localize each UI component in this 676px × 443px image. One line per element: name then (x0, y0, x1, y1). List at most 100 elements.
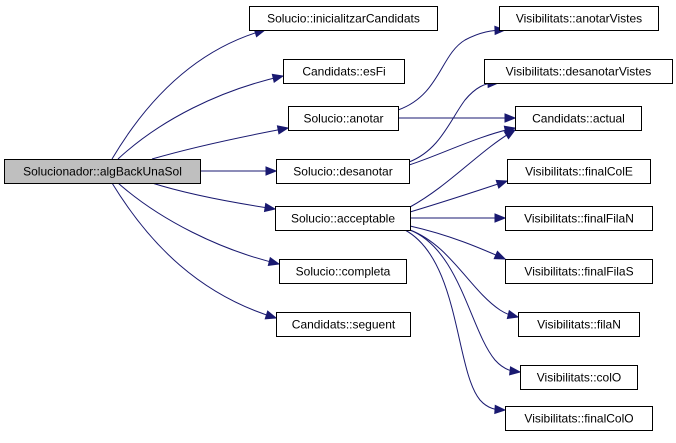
node-box[interactable] (507, 159, 651, 184)
arrowhead (267, 256, 281, 267)
edge-line (409, 229, 519, 318)
node-colO[interactable]: Visibilitats::colO (520, 365, 638, 390)
edge-line (408, 82, 499, 163)
edge-acceptable-to-finalFilaS (409, 225, 507, 260)
edge-line (409, 180, 508, 213)
edge-line (397, 29, 506, 111)
node-box[interactable] (518, 312, 640, 337)
node-box[interactable] (279, 259, 407, 284)
node-label: Solucio::completa (296, 265, 391, 279)
edge-root-to-esfi (117, 73, 285, 160)
node-label: Visibilitats::finalColE (525, 165, 633, 179)
edge-anotar-to-actual (398, 113, 517, 123)
node-label: Visibilitats::finalFilaN (524, 212, 634, 226)
node-label: Visibilitats::anotarVistes (516, 12, 642, 26)
edge-root-to-acceptable (151, 182, 277, 213)
node-acceptable[interactable]: Solucio::acceptable (275, 206, 411, 231)
arrowhead (264, 310, 278, 320)
edge-line (404, 229, 506, 411)
node-box[interactable] (484, 59, 673, 84)
node-filaN[interactable]: Visibilitats::filaN (518, 312, 640, 337)
edge-root-to-seguent (111, 182, 278, 320)
node-label: Solucio::inicialitzarCandidats (267, 12, 420, 26)
arrowhead (493, 250, 507, 260)
arrowhead (494, 404, 507, 415)
edge-desanotar-to-actual (408, 125, 517, 166)
node-root[interactable]: Solucionador::algBackUnaSol (4, 159, 201, 184)
node-desanotarVistes[interactable]: Visibilitats::desanotarVistes (484, 59, 673, 84)
arrowhead (504, 113, 517, 123)
edge-line (117, 182, 280, 265)
node-finalColE[interactable]: Visibilitats::finalColE (507, 159, 651, 184)
node-label: Solucionador::algBackUnaSol (23, 165, 182, 179)
arrowhead (494, 213, 507, 223)
edge-acceptable-to-finalColO (404, 229, 507, 415)
edge-line (409, 229, 521, 373)
node-box[interactable] (520, 365, 638, 390)
node-box[interactable] (288, 106, 399, 131)
edge-acceptable-to-filaN (409, 229, 520, 320)
arrowhead (506, 309, 520, 320)
arrowhead (509, 366, 522, 376)
node-label: Candidats::esFi (302, 65, 385, 79)
node-seguent[interactable]: Candidats::seguent (276, 312, 411, 337)
node-label: Candidats::actual (532, 112, 625, 126)
node-actual[interactable]: Candidats::actual (515, 106, 642, 131)
node-box[interactable] (515, 106, 642, 131)
arrowhead (495, 179, 509, 189)
arrowhead (265, 166, 278, 176)
node-box[interactable] (505, 206, 653, 231)
node-box[interactable] (275, 206, 411, 231)
node-label: Solucio::anotar (303, 112, 383, 126)
node-label: Solucio::acceptable (291, 212, 395, 226)
node-box[interactable] (276, 312, 411, 337)
node-box[interactable] (4, 159, 201, 184)
edge-root-to-anotar (151, 125, 290, 160)
arrowhead (271, 73, 285, 83)
edge-line (409, 225, 506, 260)
edge-root-to-ini (111, 28, 267, 160)
edge-root-to-desanotar (200, 166, 278, 176)
node-box[interactable] (505, 259, 653, 284)
edges-layer (111, 25, 522, 415)
node-label: Solucio::desanotar (293, 165, 392, 179)
node-label: Visibilitats::finalColO (524, 412, 633, 426)
edge-line (111, 182, 277, 319)
node-box[interactable] (283, 59, 405, 84)
node-label: Visibilitats::finalFilaS (524, 265, 633, 279)
node-box[interactable] (505, 406, 653, 431)
arrowhead (263, 202, 277, 213)
edge-acceptable-to-finalColE (409, 179, 509, 213)
nodes-layer: Solucionador::algBackUnaSol Solucio::inic… (4, 6, 673, 431)
node-finalColO[interactable]: Visibilitats::finalColO (505, 406, 653, 431)
edge-acceptable-to-finalFilaN (410, 213, 507, 223)
node-completa[interactable]: Solucio::completa (279, 259, 407, 284)
edge-acceptable-to-actual (409, 129, 517, 208)
edge-line (151, 182, 276, 210)
edge-line (111, 29, 266, 160)
node-label: Visibilitats::desanotarVistes (506, 65, 652, 79)
arrowhead (276, 125, 290, 135)
node-box[interactable] (249, 6, 438, 31)
node-ini[interactable]: Solucio::inicialitzarCandidats (249, 6, 438, 31)
node-anotar[interactable]: Solucio::anotar (288, 106, 399, 131)
edge-acceptable-to-colO (409, 229, 522, 376)
edge-root-to-completa (117, 182, 281, 267)
node-anotarVistes[interactable]: Visibilitats::anotarVistes (499, 6, 659, 31)
node-desanotar[interactable]: Solucio::desanotar (276, 159, 410, 184)
edge-line (408, 127, 516, 166)
edge-line (117, 75, 284, 160)
node-label: Visibilitats::filaN (537, 318, 621, 332)
node-box[interactable] (499, 6, 659, 31)
node-label: Visibilitats::colO (537, 371, 621, 385)
node-finalFilaS[interactable]: Visibilitats::finalFilaS (505, 259, 653, 284)
arrowhead (503, 129, 517, 140)
edge-desanotar-to-desanotarVistes (408, 78, 500, 163)
node-box[interactable] (276, 159, 410, 184)
node-esfi[interactable]: Candidats::esFi (283, 59, 405, 84)
edge-line (151, 127, 289, 160)
edge-line (409, 129, 516, 208)
node-label: Candidats::seguent (292, 318, 396, 332)
node-finalFilaN[interactable]: Visibilitats::finalFilaN (505, 206, 653, 231)
